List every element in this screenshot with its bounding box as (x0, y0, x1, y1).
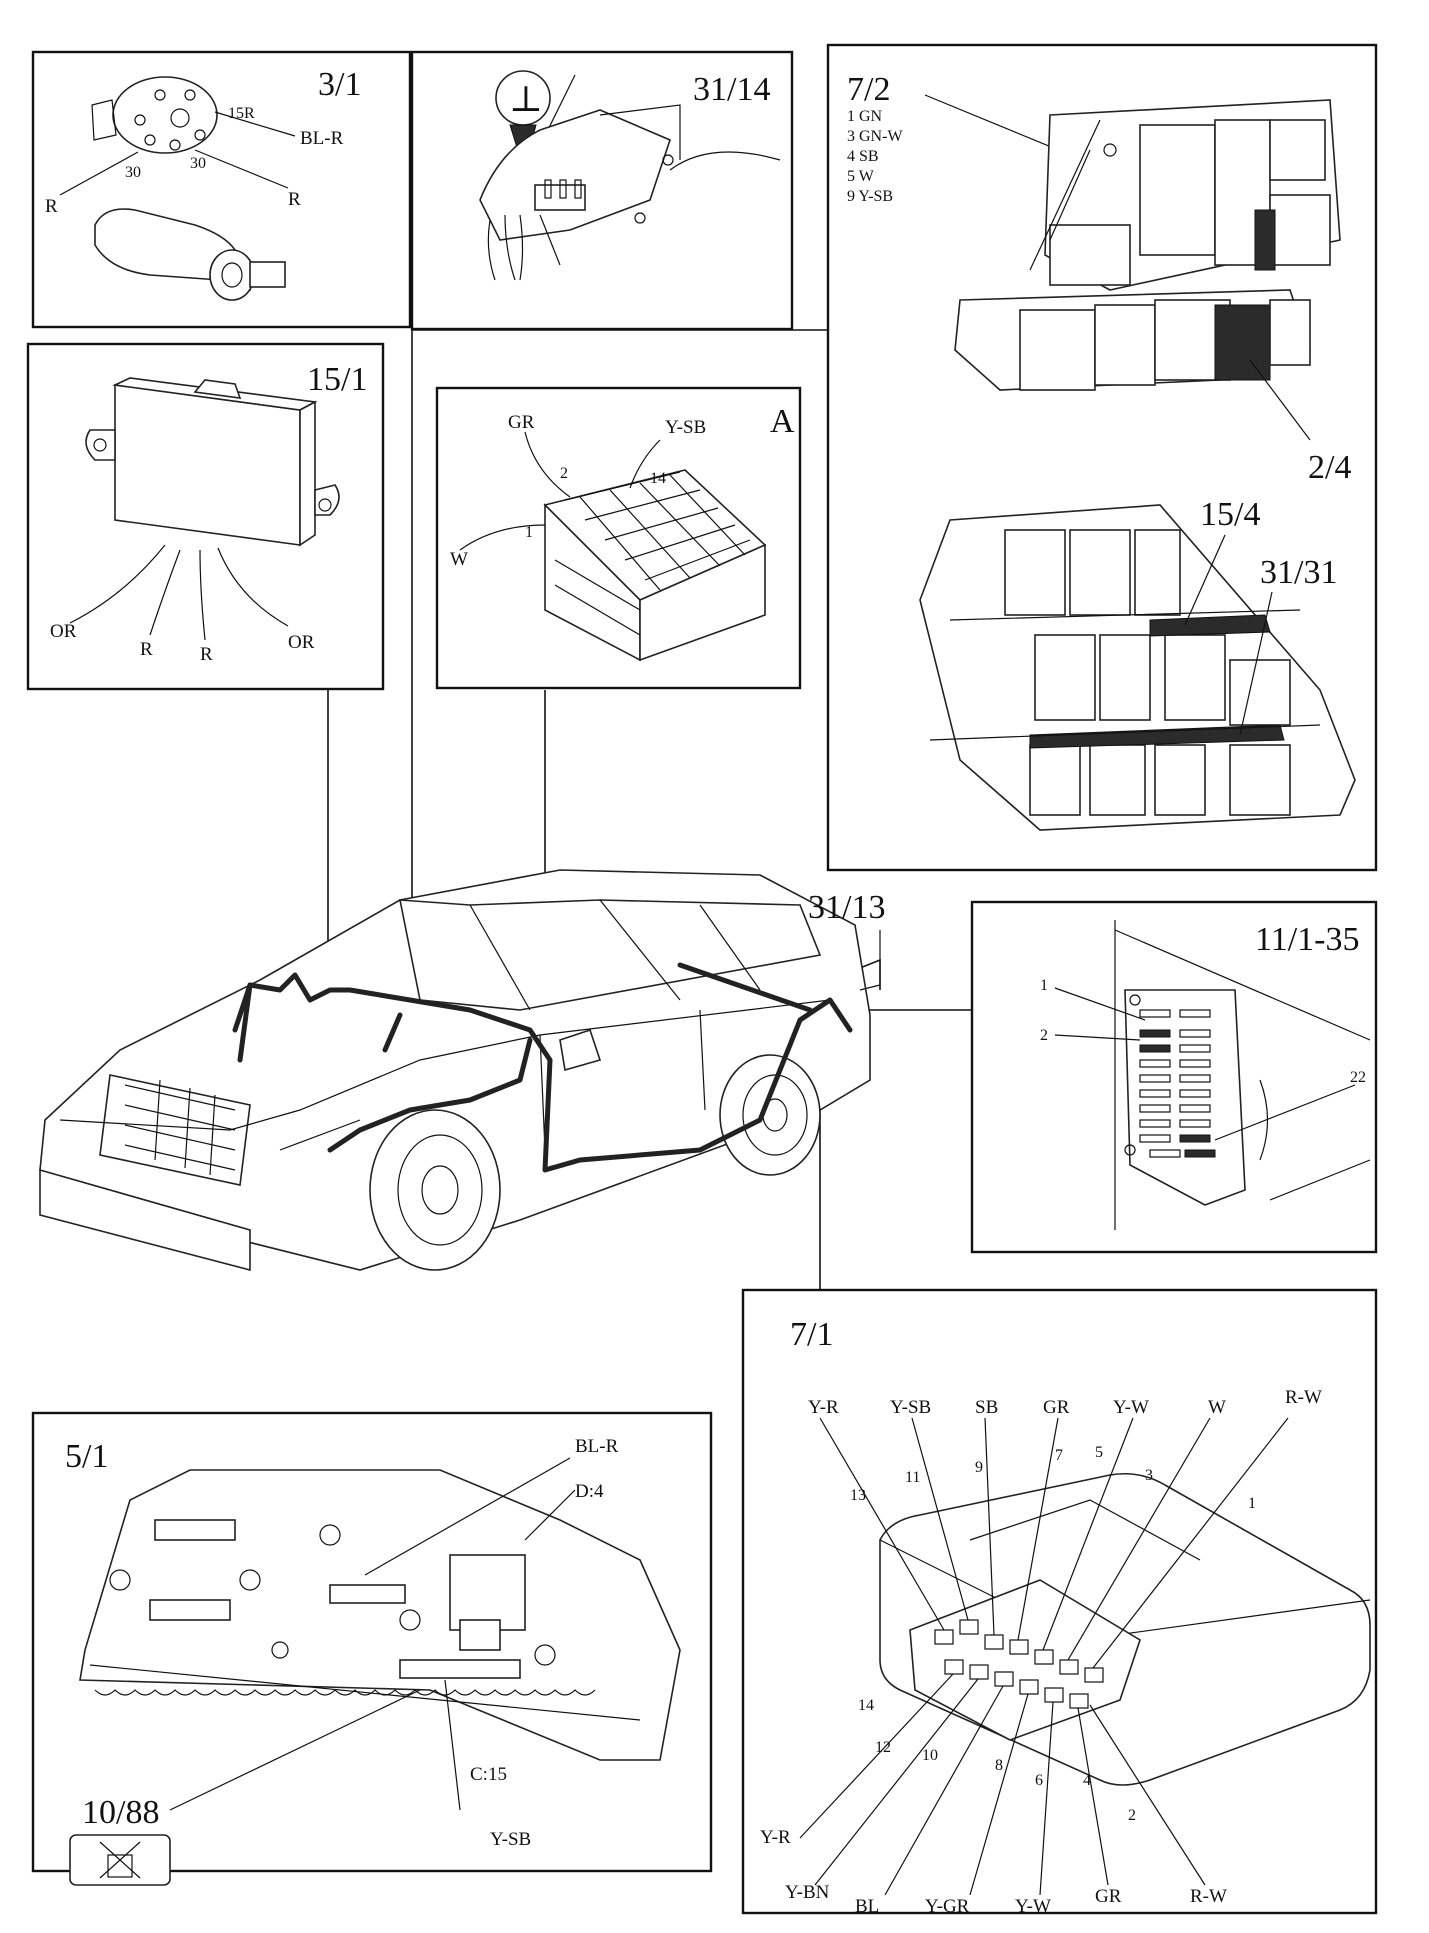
pin-3-gn-w: 3 GN-W (847, 128, 903, 145)
bracket-illustration (479, 104, 781, 281)
panel-15-1: 15/1 OR R R OR (26, 342, 385, 691)
pin-10: 10 (922, 1747, 938, 1764)
fuse-label-2: 2 (1040, 1027, 1048, 1044)
label-w: W (450, 549, 468, 570)
pin-12: 12 (875, 1739, 891, 1756)
bottom-wire-bl: BL (855, 1896, 879, 1917)
fuse-panel-illustration (1114, 920, 1371, 1230)
label-15-4: 15/4 (1200, 496, 1260, 533)
pin-5: 5 (1095, 1444, 1103, 1461)
label-10-88: 10/88 (82, 1794, 159, 1831)
pin-1: 1 (1248, 1495, 1256, 1512)
car-illustration: 31/13 (39, 869, 885, 1272)
label-y-sb: Y-SB (665, 417, 706, 438)
bottom-wire-y-bn: Y-BN (785, 1882, 830, 1903)
pin-9-y-sb: 9 Y-SB (847, 188, 893, 205)
bottom-wire-r-w: R-W (1190, 1886, 1227, 1907)
fuse-label-22: 22 (1350, 1069, 1366, 1086)
label-gr: GR (508, 412, 535, 433)
instrument-cluster-illustration (79, 1469, 681, 1761)
pin-6: 6 (1035, 1772, 1043, 1789)
panel-id-15-1: 15/1 (307, 361, 367, 398)
panel-31-14: 31/14 ⊥ (410, 50, 794, 331)
label-bl-r-5-1: BL-R (575, 1436, 619, 1457)
label-r-right: R (288, 189, 301, 210)
panel-3-1: 3/1 15R BL-R 30 30 R R (31, 50, 412, 329)
panel-id-7-1: 7/1 (790, 1316, 833, 1353)
ground-icon: ⊥ (509, 79, 543, 119)
panel-id-5-1: 5/1 (65, 1438, 108, 1475)
pin-5-w: 5 W (847, 168, 875, 185)
pin-8: 8 (995, 1757, 1003, 1774)
panel-id-11-1-35: 11/1-35 (1255, 921, 1360, 958)
top-wire-sb: SB (975, 1397, 998, 1418)
label-c15: C:15 (470, 1764, 507, 1785)
pin-4-sb: 4 SB (847, 148, 879, 165)
label-30-left: 30 (125, 164, 141, 181)
panel-id-a: A (770, 403, 795, 440)
label-y-sb-5-1: Y-SB (490, 1829, 531, 1850)
fuse-rows (1139, 1009, 1216, 1158)
label-r-1: R (140, 639, 153, 660)
pin-14: 14 (858, 1697, 874, 1714)
pin-11: 11 (905, 1469, 920, 1486)
panel-5-1: 5/1 BL-R D:4 C:15 Y-SB 10/88 (31, 1411, 713, 1886)
top-wire-gr: GR (1043, 1397, 1070, 1418)
pin-2: 2 (1128, 1807, 1136, 1824)
panel-11-1-35: 11/1-35 1 2 22 (970, 900, 1378, 1254)
panel-7-2: 7/2 1 GN 3 GN-W 4 SB 5 W 9 Y-SB 2/4 (826, 43, 1378, 872)
label-r-left: R (45, 196, 58, 217)
label-2-4: 2/4 (1308, 449, 1351, 486)
panel-7-1: 7/1 (741, 1288, 1378, 1917)
top-wire-r-w: R-W (1285, 1387, 1322, 1408)
bottom-wire-gr: GR (1095, 1886, 1122, 1907)
pin-13: 13 (850, 1487, 866, 1504)
fuse-box-illustration (919, 504, 1356, 831)
bottom-wire-y-gr: Y-GR (925, 1896, 970, 1917)
pin-9: 9 (975, 1459, 983, 1476)
label-bl-r: BL-R (300, 128, 344, 149)
pin-4: 4 (1083, 1772, 1091, 1789)
label-r-2: R (200, 644, 213, 665)
bottom-wire-y-r: Y-R (760, 1827, 791, 1848)
panel-id-3-1: 3/1 (318, 66, 361, 103)
relay-block-illustration (954, 99, 1341, 391)
top-wire-w: W (1208, 1397, 1226, 1418)
control-module-illustration (85, 377, 340, 547)
label-30-right: 30 (190, 155, 206, 172)
bottom-wire-y-w: Y-W (1015, 1896, 1051, 1917)
label-pin-2: 2 (560, 465, 568, 482)
pin-leader-lines (799, 1417, 1289, 1896)
top-wire-y-r: Y-R (808, 1397, 839, 1418)
pin-1-gn: 1 GN (847, 108, 883, 125)
panel-a: A GR Y-SB 2 14 1 W (435, 386, 802, 690)
pin-3: 3 (1145, 1467, 1153, 1484)
label-or-right: OR (288, 632, 315, 653)
panel-id-31-14: 31/14 (693, 71, 770, 108)
pin-7: 7 (1055, 1447, 1063, 1464)
label-pin-1: 1 (525, 524, 533, 541)
label-or-left: OR (50, 621, 77, 642)
top-wire-y-w: Y-W (1113, 1397, 1149, 1418)
label-31-13: 31/13 (808, 889, 885, 926)
label-15r: 15R (228, 105, 255, 122)
label-d4: D:4 (575, 1481, 604, 1502)
ignition-switch-illustration (91, 76, 286, 301)
top-wire-y-sb: Y-SB (890, 1397, 931, 1418)
panel-id-7-2: 7/2 (847, 71, 890, 108)
connector-a-illustration (543, 469, 767, 662)
label-pin-14: 14 (650, 470, 666, 487)
fuse-label-1: 1 (1040, 977, 1048, 994)
label-31-31: 31/31 (1260, 554, 1337, 591)
